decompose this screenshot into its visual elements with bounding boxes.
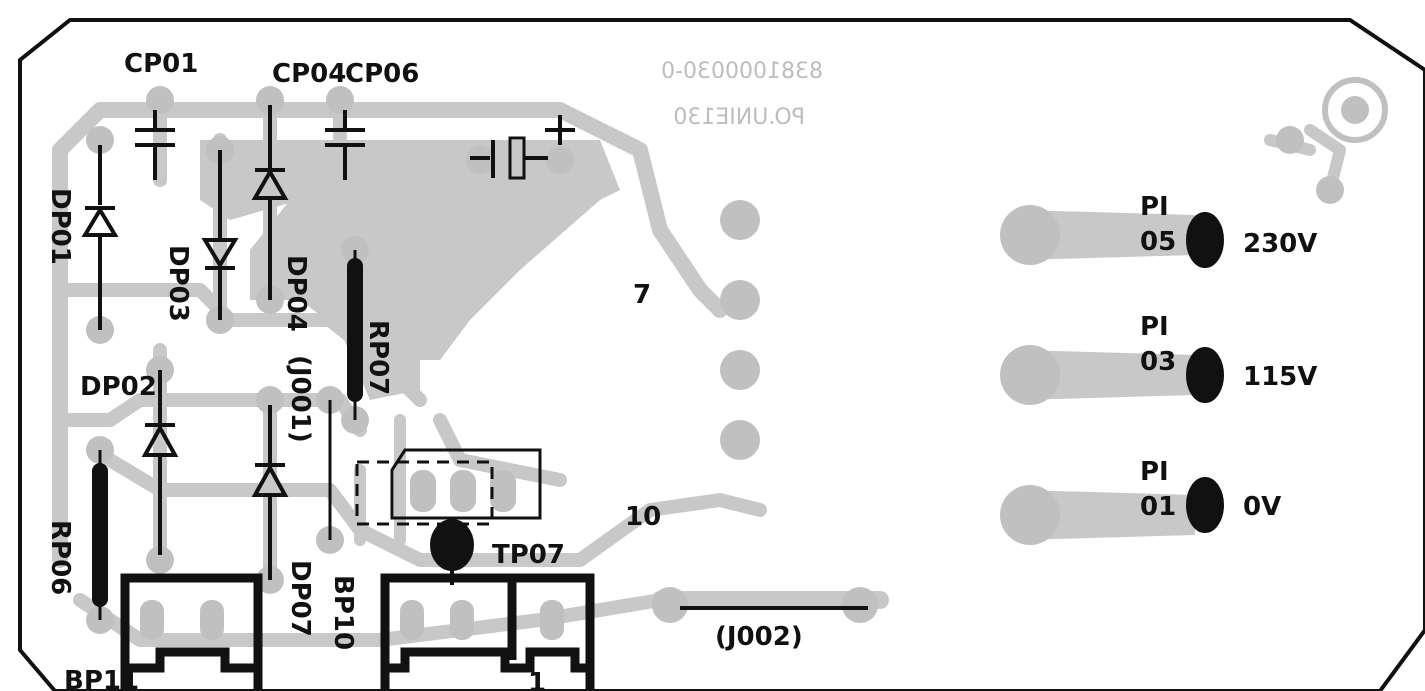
terminal-p105: PI 05 230V: [1140, 192, 1317, 259]
terminal-pin: [1186, 347, 1224, 403]
label-dp03: DP03: [163, 245, 193, 322]
pad: [450, 600, 474, 640]
pad: [720, 420, 760, 460]
label-dp01: DP01: [45, 188, 75, 265]
label-tp07: TP07: [492, 540, 565, 570]
terminal-ref-top: PI: [1140, 457, 1169, 487]
connector-symbol: [120, 573, 263, 691]
label-rp07: RP07: [363, 320, 393, 395]
terminal-pin: [1186, 477, 1224, 533]
terminal-ref-top: PI: [1140, 192, 1169, 222]
pad: [146, 546, 174, 574]
terminal-ref-bottom: 05: [1140, 227, 1176, 257]
pad: [1000, 345, 1060, 405]
pad: [1000, 485, 1060, 545]
label-pin10: 10: [625, 502, 661, 532]
component-labels: CP01 CP04 CP06 DP01 DP03 DP04 RP07 (J001…: [45, 49, 1317, 691]
pad: [200, 600, 224, 640]
pad: [842, 587, 878, 623]
terminal-pin: [1186, 212, 1224, 268]
pads: [86, 86, 1344, 640]
diode-symbol: [81, 145, 119, 330]
pad: [326, 86, 354, 114]
label-cp01: CP01: [124, 49, 198, 79]
resistor-symbol: [92, 450, 108, 620]
pad: [140, 600, 164, 640]
pad: [540, 600, 564, 640]
label-j002: (J002): [715, 622, 803, 652]
silkscreen-layer: [81, 105, 1224, 691]
pad: [146, 86, 174, 114]
label-dp04: DP04: [281, 255, 311, 332]
pad: [720, 200, 760, 240]
capacitor-symbol: [325, 110, 365, 180]
label-bp11: BP11: [64, 666, 139, 691]
mirrored-part-number: 8381000030-0: [661, 59, 823, 84]
pad: [652, 587, 688, 623]
pad: [86, 126, 114, 154]
label-pin1: 1: [528, 668, 546, 691]
label-rp06: RP06: [45, 520, 75, 595]
pad: [546, 146, 574, 174]
diode-symbol: [201, 150, 239, 320]
diode-symbol: [251, 405, 289, 580]
resistor-symbol: [347, 250, 363, 420]
label-dp02: DP02: [80, 372, 157, 402]
label-cp04: CP04: [272, 59, 346, 89]
pad: [256, 86, 284, 114]
capacitor-symbol: [135, 110, 175, 180]
terminal-p101: PI 01 0V: [1140, 457, 1281, 522]
pad: [490, 470, 516, 512]
pad: [410, 470, 436, 512]
diode-symbol: [141, 370, 179, 555]
regulator-outline: [355, 448, 542, 526]
label-j001: (J001): [285, 355, 315, 443]
label-pin7: 7: [633, 280, 651, 310]
pad: [256, 386, 284, 414]
pad: [1276, 126, 1304, 154]
label-bp10: BP10: [328, 575, 358, 650]
terminal-voltage: 115V: [1243, 362, 1317, 392]
pad: [450, 470, 476, 512]
terminal-p103: PI 03 115V: [1140, 312, 1317, 392]
diode-symbol: [251, 105, 289, 300]
terminal-ref-top: PI: [1140, 312, 1169, 342]
mirrored-board-name: PO.UNIE130: [673, 105, 805, 130]
pad: [400, 600, 424, 640]
label-dp07: DP07: [285, 560, 315, 637]
terminal-ref-bottom: 03: [1140, 347, 1176, 377]
terminal-ref-bottom: 01: [1140, 492, 1176, 522]
pad: [720, 280, 760, 320]
board-outline: [18, 18, 1425, 691]
terminal-voltage: 230V: [1243, 229, 1317, 259]
pad: [720, 350, 760, 390]
connector-symbol: [380, 573, 595, 691]
mounting-hole: [1322, 77, 1388, 143]
pad: [1000, 205, 1060, 265]
pad: [1316, 176, 1344, 204]
label-cp06: CP06: [345, 59, 419, 89]
terminal-voltage: 0V: [1243, 492, 1281, 522]
polarized-capacitor-symbol: [470, 115, 575, 180]
